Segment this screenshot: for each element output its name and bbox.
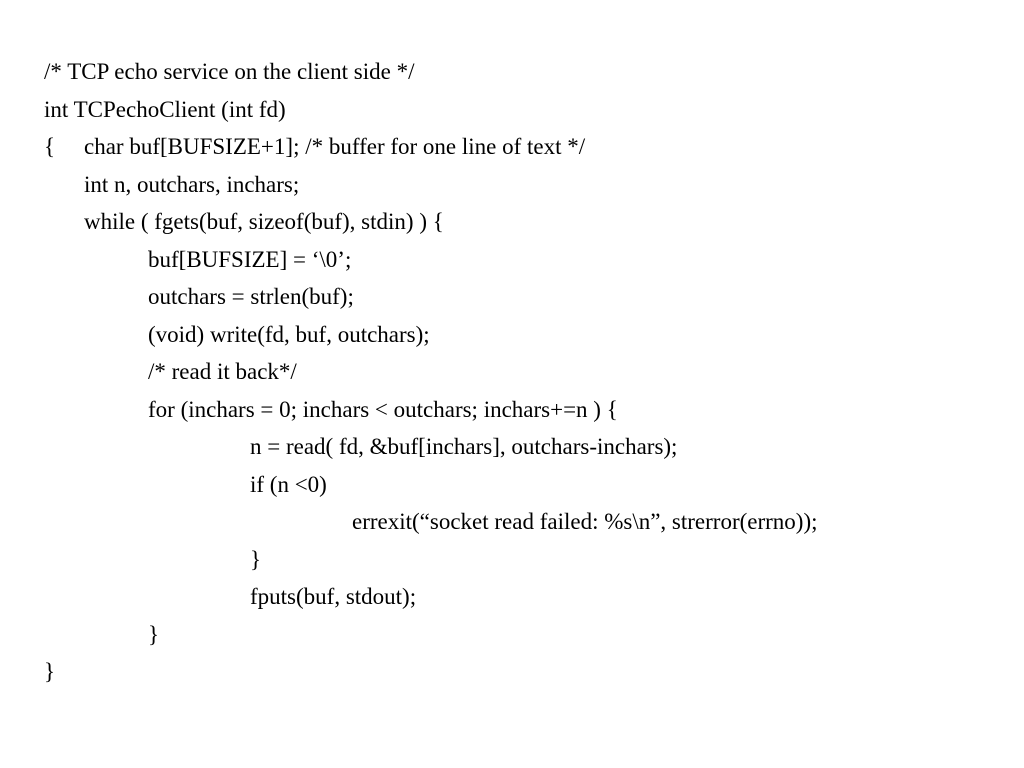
code-line-fputs: fputs(buf, stdout);	[250, 584, 417, 609]
code-line-variable-declaration: int n, outchars, inchars;	[84, 172, 300, 197]
code-line-open-brace: {	[44, 134, 56, 159]
code-line-errexit: errexit(“socket read failed: %s\n”, stre…	[352, 509, 818, 534]
code-line-close-for-brace: }	[250, 547, 262, 572]
code-line-write: (void) write(fd, buf, outchars);	[148, 322, 430, 347]
code-line-for-loop: for (inchars = 0; inchars < outchars; in…	[148, 397, 618, 422]
code-line-function-signature: int TCPechoClient (int fd)	[44, 97, 286, 122]
code-line-while-loop: while ( fgets(buf, sizeof(buf), stdin) )…	[84, 209, 444, 234]
code-line-close-function-brace: }	[44, 659, 56, 684]
code-line-strlen: outchars = strlen(buf);	[148, 284, 354, 309]
code-line-read: n = read( fd, &buf[inchars], outchars-in…	[250, 434, 678, 459]
code-line-if-check: if (n <0)	[250, 472, 327, 497]
code-line-comment-header: /* TCP echo service on the client side *…	[44, 59, 415, 84]
code-line-null-terminate: buf[BUFSIZE] = ‘\0’;	[148, 247, 352, 272]
code-line-buffer-declaration: char buf[BUFSIZE+1]; /* buffer for one l…	[84, 134, 586, 159]
code-line-close-while-brace: }	[148, 622, 160, 647]
code-line-comment-read-back: /* read it back*/	[148, 359, 297, 384]
